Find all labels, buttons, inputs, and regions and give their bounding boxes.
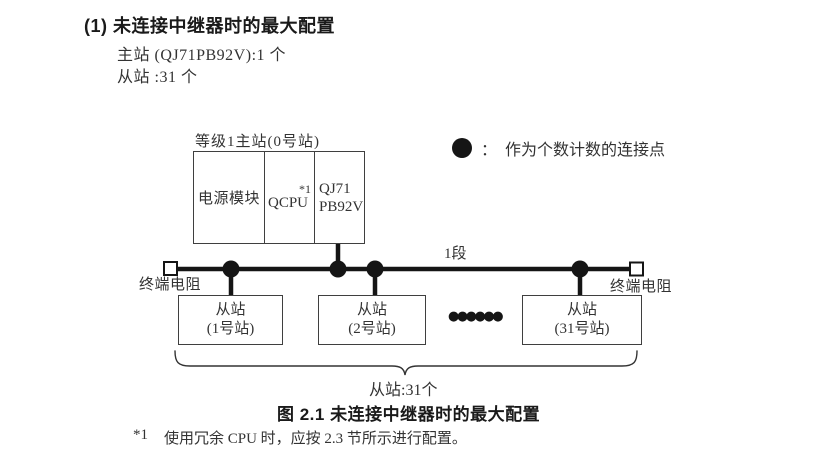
terminator-label-left: 终端电阻	[139, 277, 202, 293]
footnote-text: 使用冗余 CPU 时，应按 2.3 节所示进行配置。	[164, 431, 467, 447]
legend: ： 作为个数计数的连接点	[452, 136, 665, 160]
segment-1-label: 1段	[444, 246, 467, 262]
slave-31-line1: 从站	[566, 302, 597, 318]
slave-1-line2: (1号站)	[206, 321, 255, 337]
slaves-brace	[174, 350, 638, 376]
footnote: *1 使用冗余 CPU 时，应按 2.3 节所示进行配置。	[133, 427, 467, 448]
footnote-ref-mark: *1	[299, 182, 311, 196]
connection-point-dot	[329, 260, 347, 278]
figure-caption: 图 2.1 未连接中继器时的最大配置	[277, 405, 541, 424]
qcpu-cell: *1 QCPU	[265, 152, 315, 243]
slave-count-brace-label: 从站:31个	[369, 382, 438, 399]
qj71pb92v-cell: QJ71 PB92V	[315, 152, 364, 243]
connection-point-dot	[222, 260, 240, 278]
connection-point-icon	[452, 138, 472, 158]
master-station-label: 等级1主站(0号站)	[195, 134, 320, 150]
slaves-ellipsis-dots: ●●●●●●	[448, 309, 504, 324]
slave-station-1-box: 从站 (1号站)	[178, 295, 283, 345]
legend-separator: ：	[481, 142, 498, 159]
legend-text: 作为个数计数的连接点	[505, 142, 666, 159]
connection-point-dot	[366, 260, 384, 278]
terminator-square-right	[629, 261, 644, 277]
power-module-cell: 电源模块	[194, 152, 265, 243]
slave-2-line2: (2号站)	[348, 321, 396, 337]
section-heading: (1) 未连接中继器时的最大配置	[84, 16, 335, 36]
master-station-box: 电源模块 *1 QCPU QJ71 PB92V	[193, 151, 365, 244]
terminator-label-right: 终端电阻	[610, 279, 673, 295]
qj71-label-line2: PB92V	[319, 198, 364, 215]
connection-point-dot	[571, 260, 589, 278]
slave-station-31-box: 从站 (31号站)	[522, 295, 642, 345]
slave-1-line1: 从站	[215, 302, 246, 318]
master-count-line: 主站 (QJ71PB92V):1 个	[117, 47, 287, 64]
slave-station-2-box: 从站 (2号站)	[318, 295, 426, 345]
slave-31-line2: (31号站)	[554, 321, 610, 337]
qj71-label-line1: QJ71	[319, 180, 351, 197]
slave-2-line1: 从站	[356, 302, 387, 318]
footnote-marker: *1	[133, 427, 148, 443]
slave-count-line: 从站 :31 个	[117, 69, 198, 86]
qcpu-label: QCPU	[268, 195, 309, 211]
